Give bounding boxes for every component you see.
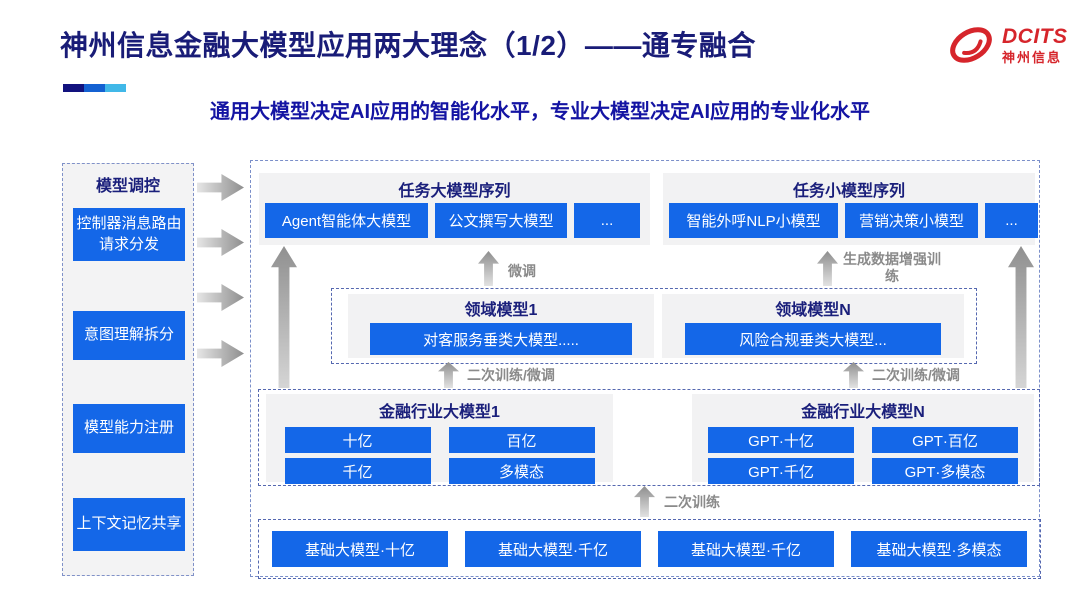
node-agent-large-model: Agent智能体大模型: [265, 203, 428, 238]
node-outbound-nlp-model: 智能外呼NLP小模型: [669, 203, 838, 238]
industry-model-1-panel: 金融行业大模型1 十亿 百亿 千亿 多模态: [266, 394, 613, 484]
domain-model-n-title: 领域模型N: [775, 302, 851, 319]
industry-model-n-title: 金融行业大模型N: [801, 404, 925, 421]
label-generated-data-training: 生成数据增强训练: [843, 251, 941, 284]
domain-models-box: 领域模型1 对客服务垂类大模型..... 领域模型N 风险合规垂类大模型...: [331, 288, 977, 364]
label-retrain-finetune-left: 二次训练/微调: [467, 367, 555, 383]
dcits-swirl-icon: [950, 27, 992, 63]
domain-model-1-title: 领域模型1: [464, 302, 538, 319]
node-risk-compliance-model: 风险合规垂类大模型...: [685, 323, 941, 355]
industry-model-1-title: 金融行业大模型1: [379, 404, 500, 421]
slide-subtitle: 通用大模型决定AI应用的智能化水平，专业大模型决定AI应用的专业化水平: [210, 101, 870, 123]
task-small-nodes: 智能外呼NLP小模型 营销决策小模型 ...: [669, 203, 1038, 238]
node-marketing-decision-model: 营销决策小模型: [845, 203, 978, 238]
page-title: 神州信息金融大模型应用两大理念（1/2）——通专融合: [60, 30, 756, 61]
node-base-model-thousand-billion-1: 基础大模型·千亿: [465, 531, 641, 567]
task-small-model-panel: 任务小模型序列 智能外呼NLP小模型 营销决策小模型 ...: [663, 173, 1038, 245]
logo-subname: 神州信息: [1002, 49, 1063, 65]
label-retrain-finetune-right: 二次训练/微调: [872, 367, 960, 383]
sidebar-item-capability-register: 模型能力注册: [73, 404, 185, 453]
accent-bar: [63, 84, 126, 92]
sidebar-item-intent-split: 意图理解拆分: [73, 311, 185, 360]
industry-model-n-panel: 金融行业大模型N GPT·十亿 GPT·百亿 GPT·千亿 GPT·多模态: [692, 394, 1034, 484]
node-customer-service-model: 对客服务垂类大模型.....: [370, 323, 632, 355]
logo-name: DCITS: [1002, 24, 1068, 48]
node-gpt-multimodal: GPT·多模态: [872, 458, 1018, 484]
model-architecture-box: 任务大模型序列 Agent智能体大模型 公文撰写大模型 ... 任务小模型序列 …: [250, 160, 1041, 579]
node-base-model-ten-billion: 基础大模型·十亿: [272, 531, 448, 567]
task-large-model-panel: 任务大模型序列 Agent智能体大模型 公文撰写大模型 ...: [259, 173, 650, 245]
model-control-sidebar: 模型调控 控制器消息路由请求分发 意图理解拆分 模型能力注册 上下文记忆共享: [62, 163, 194, 576]
accent-navy-segment: [63, 84, 84, 92]
node-document-writing-model: 公文撰写大模型: [435, 203, 567, 238]
base-models-box: 基础大模型·十亿 基础大模型·千亿 基础大模型·千亿 基础大模型·多模态: [258, 519, 1041, 579]
node-gpt-hundred-billion: GPT·百亿: [872, 427, 1018, 453]
node-ellipsis: ...: [985, 203, 1038, 238]
node-multimodal: 多模态: [448, 458, 595, 484]
node-base-model-thousand-billion-2: 基础大模型·千亿: [658, 531, 834, 567]
accent-cyan-segment: [105, 84, 126, 92]
task-large-title: 任务大模型序列: [398, 183, 511, 200]
right-arrow-icon: [197, 229, 244, 256]
task-small-title: 任务小模型序列: [792, 183, 905, 200]
node-hundred-billion: 百亿: [448, 427, 595, 453]
accent-blue-segment: [84, 84, 105, 92]
sidebar-item-context-memory: 上下文记忆共享: [73, 498, 185, 551]
right-arrow-icon: [197, 174, 244, 201]
sidebar-title: 模型调控: [95, 178, 160, 195]
industry-n-row-1: GPT·十亿 GPT·百亿: [692, 427, 1034, 453]
task-large-nodes: Agent智能体大模型 公文撰写大模型 ...: [265, 203, 640, 238]
industry-1-row-1: 十亿 百亿: [266, 427, 613, 453]
domain-model-1-panel: 领域模型1 对客服务垂类大模型.....: [348, 294, 654, 358]
right-arrow-icon: [197, 340, 244, 367]
node-base-model-multimodal: 基础大模型·多模态: [851, 531, 1027, 567]
industry-1-row-2: 千亿 多模态: [266, 458, 613, 484]
right-arrow-icon: [197, 284, 244, 311]
dcits-logo: DCITS 神州信息: [946, 20, 1068, 70]
node-ellipsis: ...: [574, 203, 640, 238]
label-retrain: 二次训练: [664, 494, 720, 510]
node-ten-billion: 十亿: [284, 427, 431, 453]
domain-model-n-panel: 领域模型N 风险合规垂类大模型...: [662, 294, 964, 358]
node-thousand-billion: 千亿: [284, 458, 431, 484]
industry-n-row-2: GPT·千亿 GPT·多模态: [692, 458, 1034, 484]
dcits-logo-text: DCITS 神州信息: [1002, 24, 1068, 65]
label-finetune: 微调: [508, 263, 536, 279]
industry-models-box: 金融行业大模型1 十亿 百亿 千亿 多模态 金融行业大模型N GPT·十亿 GP…: [258, 389, 1040, 486]
sidebar-item-message-routing: 控制器消息路由请求分发: [73, 208, 185, 261]
node-gpt-thousand-billion: GPT·千亿: [708, 458, 854, 484]
node-gpt-ten-billion: GPT·十亿: [708, 427, 854, 453]
